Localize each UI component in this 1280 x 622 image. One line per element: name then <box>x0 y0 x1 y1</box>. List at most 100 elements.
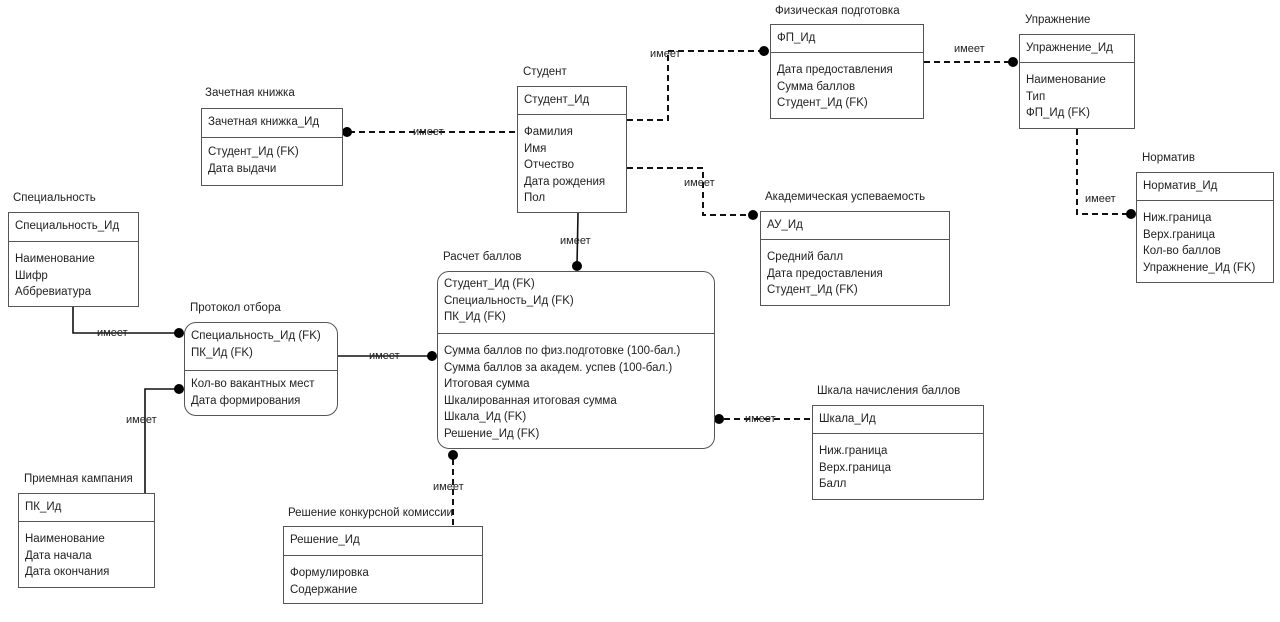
pk-field: Решение_Ид <box>290 534 360 546</box>
attr-field: Дата окончания <box>25 566 110 578</box>
attr-field: ФП_Ид (FK) <box>1026 107 1090 119</box>
pk-field: ПК_Ид (FK) <box>191 346 253 359</box>
rel-label-student-zachetka: имеет <box>413 126 444 138</box>
entity-title-normativ: Норматив <box>1142 152 1195 164</box>
entity-title-raschet: Расчет баллов <box>443 251 522 263</box>
attr-field: Дата выдачи <box>208 162 277 175</box>
attr-field: Формулировка <box>290 567 369 579</box>
attr-section: Дата предоставления Сумма баллов Студент… <box>771 53 923 112</box>
cardinality-dot-protokol <box>174 384 184 394</box>
attr-section: Сумма баллов по физ.подготовке (100-бал.… <box>438 334 714 442</box>
pk-field: Зачетная книжка_Ид <box>208 116 320 128</box>
attr-section: Наименование Дата начала Дата окончания <box>19 522 154 581</box>
entity-reshenie[interactable]: Решение_Ид Формулировка Содержание <box>283 526 483 604</box>
pk-field: ПК_Ид <box>25 501 62 513</box>
attr-field: Аббревиатура <box>15 286 92 298</box>
entity-fizpodg[interactable]: ФП_Ид Дата предоставления Сумма баллов С… <box>770 24 924 119</box>
attr-section: Наименование Шифр Аббревиатура <box>9 242 138 301</box>
attr-field: Студент_Ид (FK) <box>208 146 299 158</box>
attr-section: Студент_Ид (FK) Дата выдачи <box>202 138 342 177</box>
attr-field: Дата предоставления <box>767 267 883 280</box>
rel-label-student-raschet: имеет <box>560 235 591 247</box>
pk-field: Специальность_Ид <box>15 220 120 232</box>
entity-shkala[interactable]: Шкала_Ид Ниж.граница Верх.граница Балл <box>812 405 984 500</box>
attr-field: Ниж.граница <box>819 445 888 457</box>
pk-section: АУ_Ид <box>761 212 949 240</box>
entity-specialnost[interactable]: Специальность_Ид Наименование Шифр Аббре… <box>8 212 139 307</box>
cardinality-dot-raschet <box>448 450 458 460</box>
cardinality-dot-akadusp <box>748 210 758 220</box>
rel-label-fizpodg-uprazhnenie: имеет <box>954 43 985 55</box>
entity-raschet[interactable]: Студент_Ид (FK) Специальность_Ид (FK) ПК… <box>437 271 715 449</box>
attr-field: Верх.граница <box>1143 228 1216 241</box>
attr-field: Средний балл <box>767 251 844 263</box>
rel-label-student-akadusp: имеет <box>684 177 715 189</box>
pk-section: Студент_Ид <box>518 87 626 115</box>
attr-field: Имя <box>524 142 547 155</box>
relationship-line-priemkamp-protokol <box>144 388 178 493</box>
attr-field: Дата рождения <box>524 175 606 188</box>
pk-section: Зачетная книжка_Ид <box>202 109 342 138</box>
entity-protokol[interactable]: Специальность_Ид (FK) ПК_Ид (FK) Кол-во … <box>184 322 338 416</box>
entity-title-shkala: Шкала начисления баллов <box>817 385 961 397</box>
pk-field: Норматив_Ид <box>1143 180 1218 192</box>
entity-normativ[interactable]: Норматив_Ид Ниж.граница Верх.граница Кол… <box>1136 172 1274 283</box>
entity-title-student: Студент <box>523 66 567 78</box>
pk-section: Норматив_Ид <box>1137 173 1273 201</box>
rel-label-reshenie-raschet: имеет <box>433 481 464 493</box>
attr-field: Шифр <box>15 269 48 282</box>
relationship-line-student-akadusp <box>627 167 752 216</box>
relationship-line-student-fizpodg <box>627 50 763 121</box>
entity-title-fizpodg: Физическая подготовка <box>775 5 900 17</box>
entity-akadusp[interactable]: АУ_Ид Средний балл Дата предоставления С… <box>760 211 950 306</box>
entity-student[interactable]: Студент_Ид Фамилия Имя Отчество Дата рож… <box>517 86 627 213</box>
cardinality-dot-raschet <box>572 261 582 271</box>
cardinality-dot-uprazhnenie <box>1008 57 1018 67</box>
attr-field: Кол-во вакантных мест <box>191 378 315 390</box>
attr-field: Кол-во баллов <box>1143 245 1221 257</box>
rel-label-specialnost-protokol: имеет <box>97 327 128 339</box>
attr-field: Студент_Ид (FK) <box>767 284 858 296</box>
attr-field: Наименование <box>1026 74 1106 86</box>
attr-field: Отчество <box>524 159 574 171</box>
rel-label-uprazhnenie-normativ: имеет <box>1085 193 1116 205</box>
attr-field: Решение_Ид (FK) <box>444 427 540 440</box>
rel-label-shkala-raschet: имеет <box>745 413 776 425</box>
entity-title-specialnost: Специальность <box>13 192 96 204</box>
cardinality-dot-zachetka <box>342 127 352 137</box>
pk-section: ФП_Ид <box>771 25 923 53</box>
attr-section: Ниж.граница Верх.граница Балл <box>813 434 983 493</box>
attr-field: Пол <box>524 192 546 204</box>
entity-priemkamp[interactable]: ПК_Ид Наименование Дата начала Дата окон… <box>18 493 155 588</box>
pk-field: ФП_Ид <box>777 32 816 44</box>
attr-field: Наименование <box>25 533 105 545</box>
attr-field: Тип <box>1026 90 1046 103</box>
attr-field: Сумма баллов <box>777 80 856 93</box>
entity-zachetka[interactable]: Зачетная книжка_Ид Студент_Ид (FK) Дата … <box>201 108 343 186</box>
attr-section: Кол-во вакантных мест Дата формирования <box>185 371 337 409</box>
entity-title-reshenie: Решение конкурсной комиссии <box>288 507 453 519</box>
pk-section: Решение_Ид <box>284 527 482 556</box>
pk-field: АУ_Ид <box>767 219 803 231</box>
attr-section: Фамилия Имя Отчество Дата рождения Пол <box>518 115 626 207</box>
attr-field: Итоговая сумма <box>444 378 530 390</box>
pk-field: Шкала_Ид <box>819 413 876 425</box>
pk-section: Специальность_Ид <box>9 213 138 242</box>
attr-field: Сумма баллов по физ.подготовке (100-бал.… <box>444 345 681 357</box>
pk-field: ПК_Ид (FK) <box>444 311 506 323</box>
entity-title-akadusp: Академическая успеваемость <box>765 191 926 203</box>
attr-field: Ниж.граница <box>1143 212 1212 224</box>
pk-section: Шкала_Ид <box>813 406 983 434</box>
attr-field: Верх.граница <box>819 461 892 474</box>
attr-section: Формулировка Содержание <box>284 556 482 598</box>
attr-field: Балл <box>819 478 847 490</box>
rel-label-priemkamp-protokol: имеет <box>126 414 157 426</box>
attr-field: Студент_Ид (FK) <box>777 97 868 109</box>
entity-title-protokol: Протокол отбора <box>190 302 281 314</box>
entity-uprazhnenie[interactable]: Упражнение_Ид Наименование Тип ФП_Ид (FK… <box>1019 34 1135 129</box>
entity-title-zachetka: Зачетная книжка <box>205 87 295 99</box>
pk-field: Студент_Ид <box>524 94 590 106</box>
attr-field: Фамилия <box>524 126 573 138</box>
entity-title-uprazhnenie: Упражнение <box>1025 14 1091 26</box>
cardinality-dot-raschet <box>427 351 437 361</box>
